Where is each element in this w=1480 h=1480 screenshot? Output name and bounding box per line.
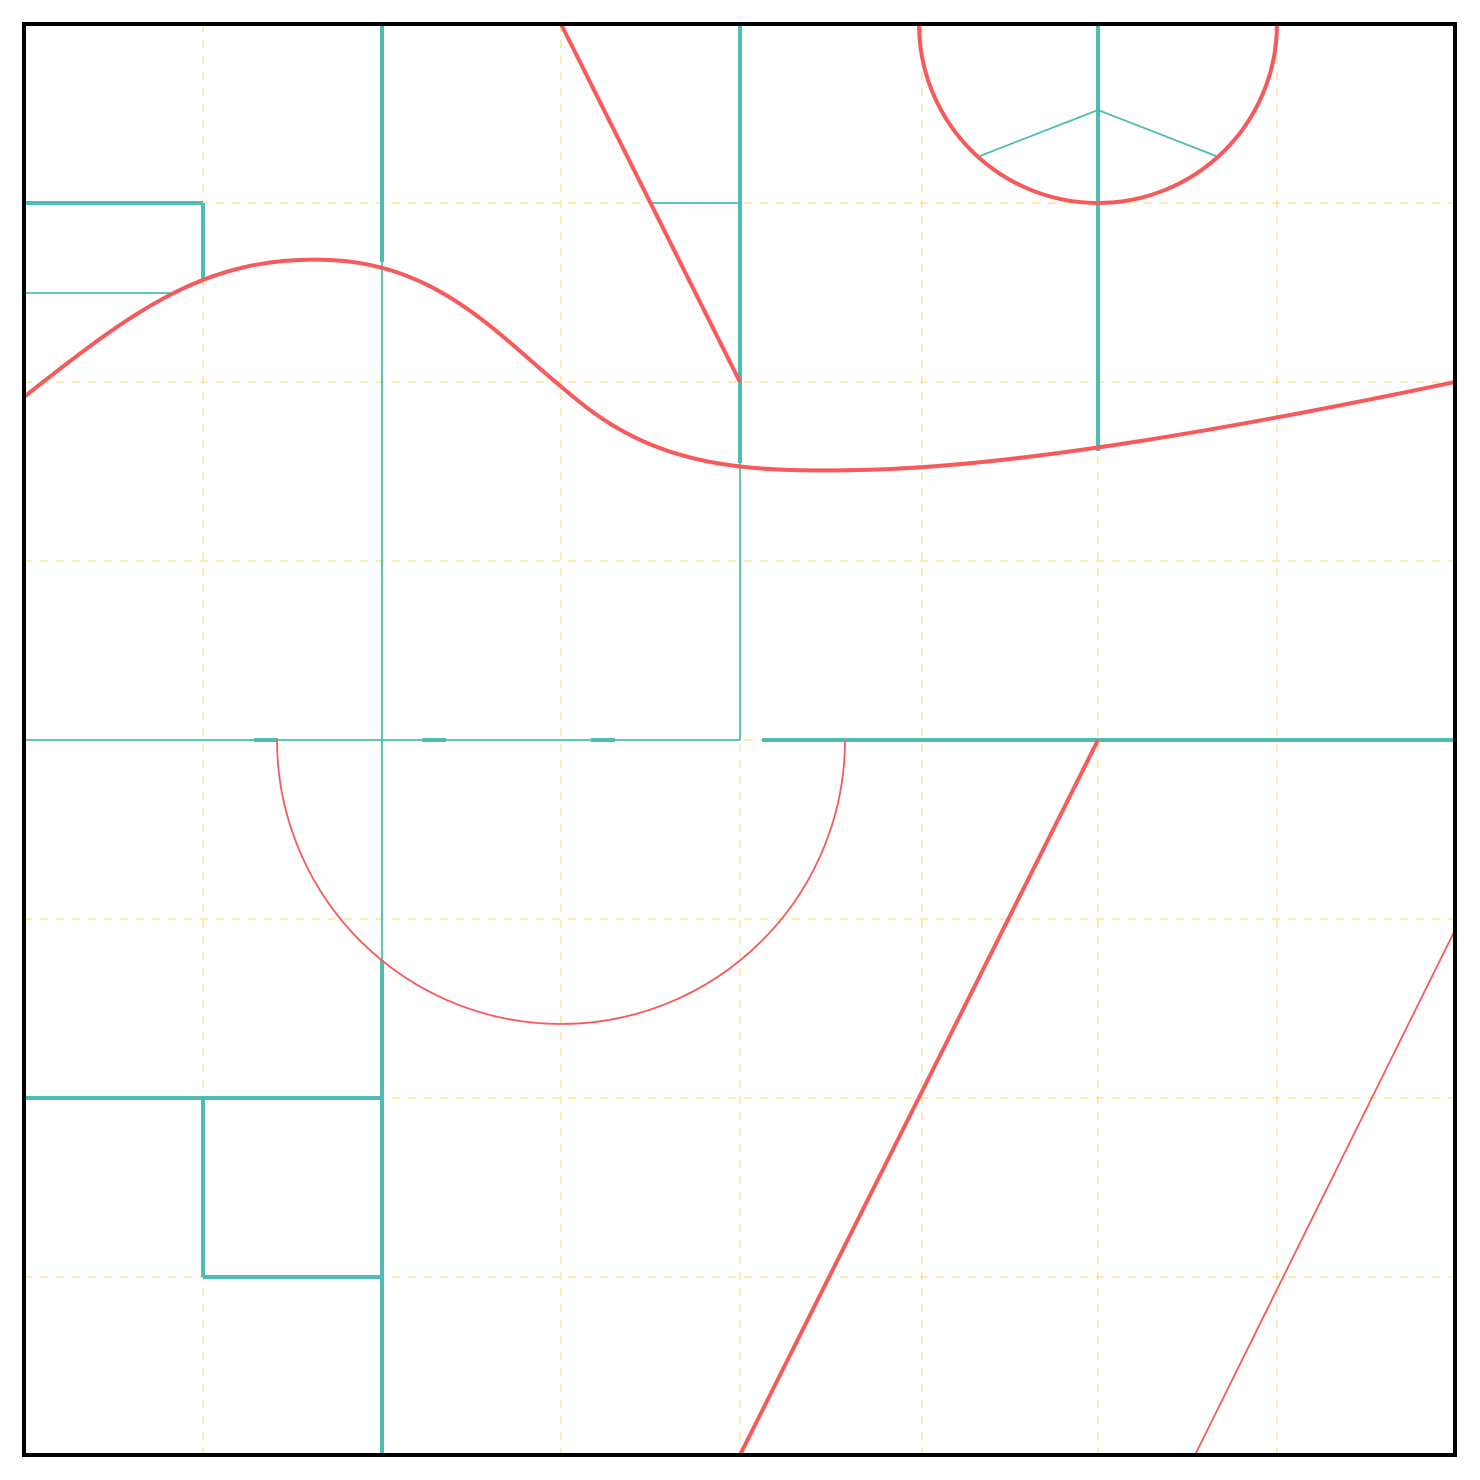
red-diagonal-top (559, 23, 742, 383)
red-circle-partial (917, 23, 1279, 205)
teal-y-junction-left (979, 109, 1099, 157)
red-semicircle (276, 739, 846, 1025)
red-diagonal-long (738, 739, 1100, 1456)
teal-network (24, 24, 1455, 1455)
red-shapes (22, 23, 1456, 1456)
red-wave-curve (22, 257, 1456, 473)
red-diagonal-thin (1194, 929, 1456, 1456)
diagram-frame (22, 22, 1457, 1457)
teal-y-junction-right (1097, 109, 1217, 157)
